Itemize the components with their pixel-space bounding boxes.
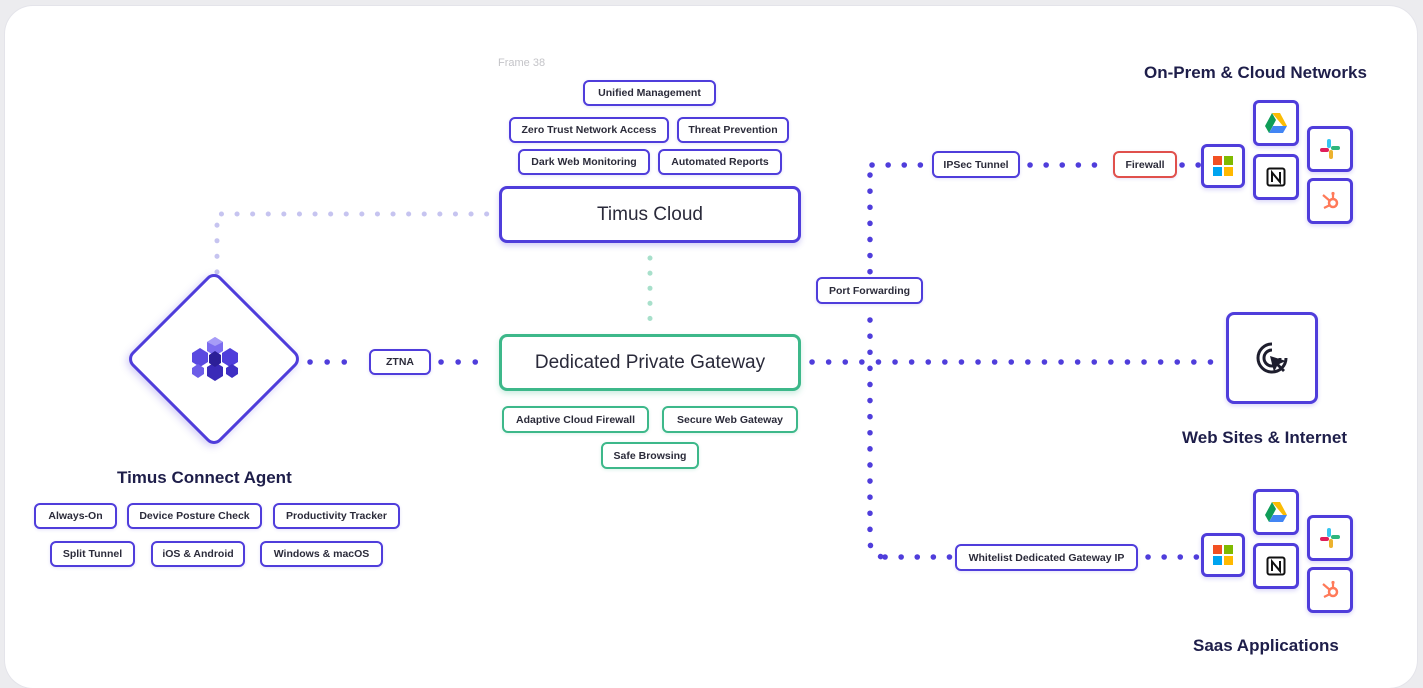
slack-tile [1307, 126, 1353, 172]
feature-unified-management: Unified Management [583, 80, 716, 106]
timus-logo-icon [192, 337, 238, 381]
notion-tile [1253, 154, 1299, 200]
feature-always-on: Always-On [34, 503, 117, 529]
feature-windows-macos: Windows & macOS [260, 541, 383, 567]
cursor-click-icon [1256, 342, 1288, 374]
agent-cloud-link [214, 211, 493, 275]
saas-microsoft-tile [1201, 533, 1245, 577]
feature-automated-reports: Automated Reports [658, 149, 782, 175]
google-drive-icon [1265, 113, 1287, 133]
feature-adaptive-cloud-firewall: Adaptive Cloud Firewall [502, 406, 649, 433]
saas-applications-title: Saas Applications [1193, 636, 1339, 655]
frame-label: Frame 38 [498, 57, 546, 69]
feature-safe-browsing: Safe Browsing [601, 442, 699, 469]
firewall-label: Firewall [1113, 151, 1177, 178]
notion-icon [1266, 556, 1286, 576]
feature-split-tunnel: Split Tunnel [50, 541, 135, 567]
dedicated-private-gateway-node: Dedicated Private Gateway [499, 334, 801, 391]
slack-icon [1320, 139, 1340, 159]
timus-cloud-node: Timus Cloud [499, 186, 801, 243]
ipsec-tunnel-label: IPSec Tunnel [932, 151, 1020, 178]
microsoft-icon [1213, 545, 1233, 565]
google-drive-tile [1253, 100, 1299, 146]
saas-hubspot-tile [1307, 567, 1353, 613]
hubspot-tile [1307, 178, 1353, 224]
whitelist-gateway-ip-label: Whitelist Dedicated Gateway IP [955, 544, 1138, 571]
google-drive-icon [1265, 502, 1287, 522]
onprem-networks-title: On-Prem & Cloud Networks [1144, 63, 1367, 82]
feature-productivity-tracker: Productivity Tracker [273, 503, 400, 529]
microsoft-icon [1213, 156, 1233, 176]
microsoft-tile [1201, 144, 1245, 188]
agent-title: Timus Connect Agent [117, 468, 292, 487]
hubspot-icon [1322, 580, 1339, 598]
saas-notion-tile [1253, 543, 1299, 589]
port-forwarding-label: Port Forwarding [816, 277, 923, 304]
slack-icon [1320, 528, 1340, 548]
feature-zero-trust-network-access: Zero Trust Network Access [509, 117, 669, 143]
notion-icon [1266, 167, 1286, 187]
ztna-label: ZTNA [369, 349, 431, 375]
saas-google-drive-tile [1253, 489, 1299, 535]
web-internet-title: Web Sites & Internet [1182, 428, 1347, 447]
feature-threat-prevention: Threat Prevention [677, 117, 789, 143]
trunk-lower [867, 317, 888, 560]
web-sites-tile [1226, 312, 1318, 404]
saas-slack-tile [1307, 515, 1353, 561]
feature-ios-android: iOS & Android [151, 541, 245, 567]
feature-secure-web-gateway: Secure Web Gateway [662, 406, 798, 433]
feature-dark-web-monitoring: Dark Web Monitoring [518, 149, 650, 175]
hubspot-icon [1322, 191, 1339, 209]
feature-device-posture-check: Device Posture Check [127, 503, 262, 529]
